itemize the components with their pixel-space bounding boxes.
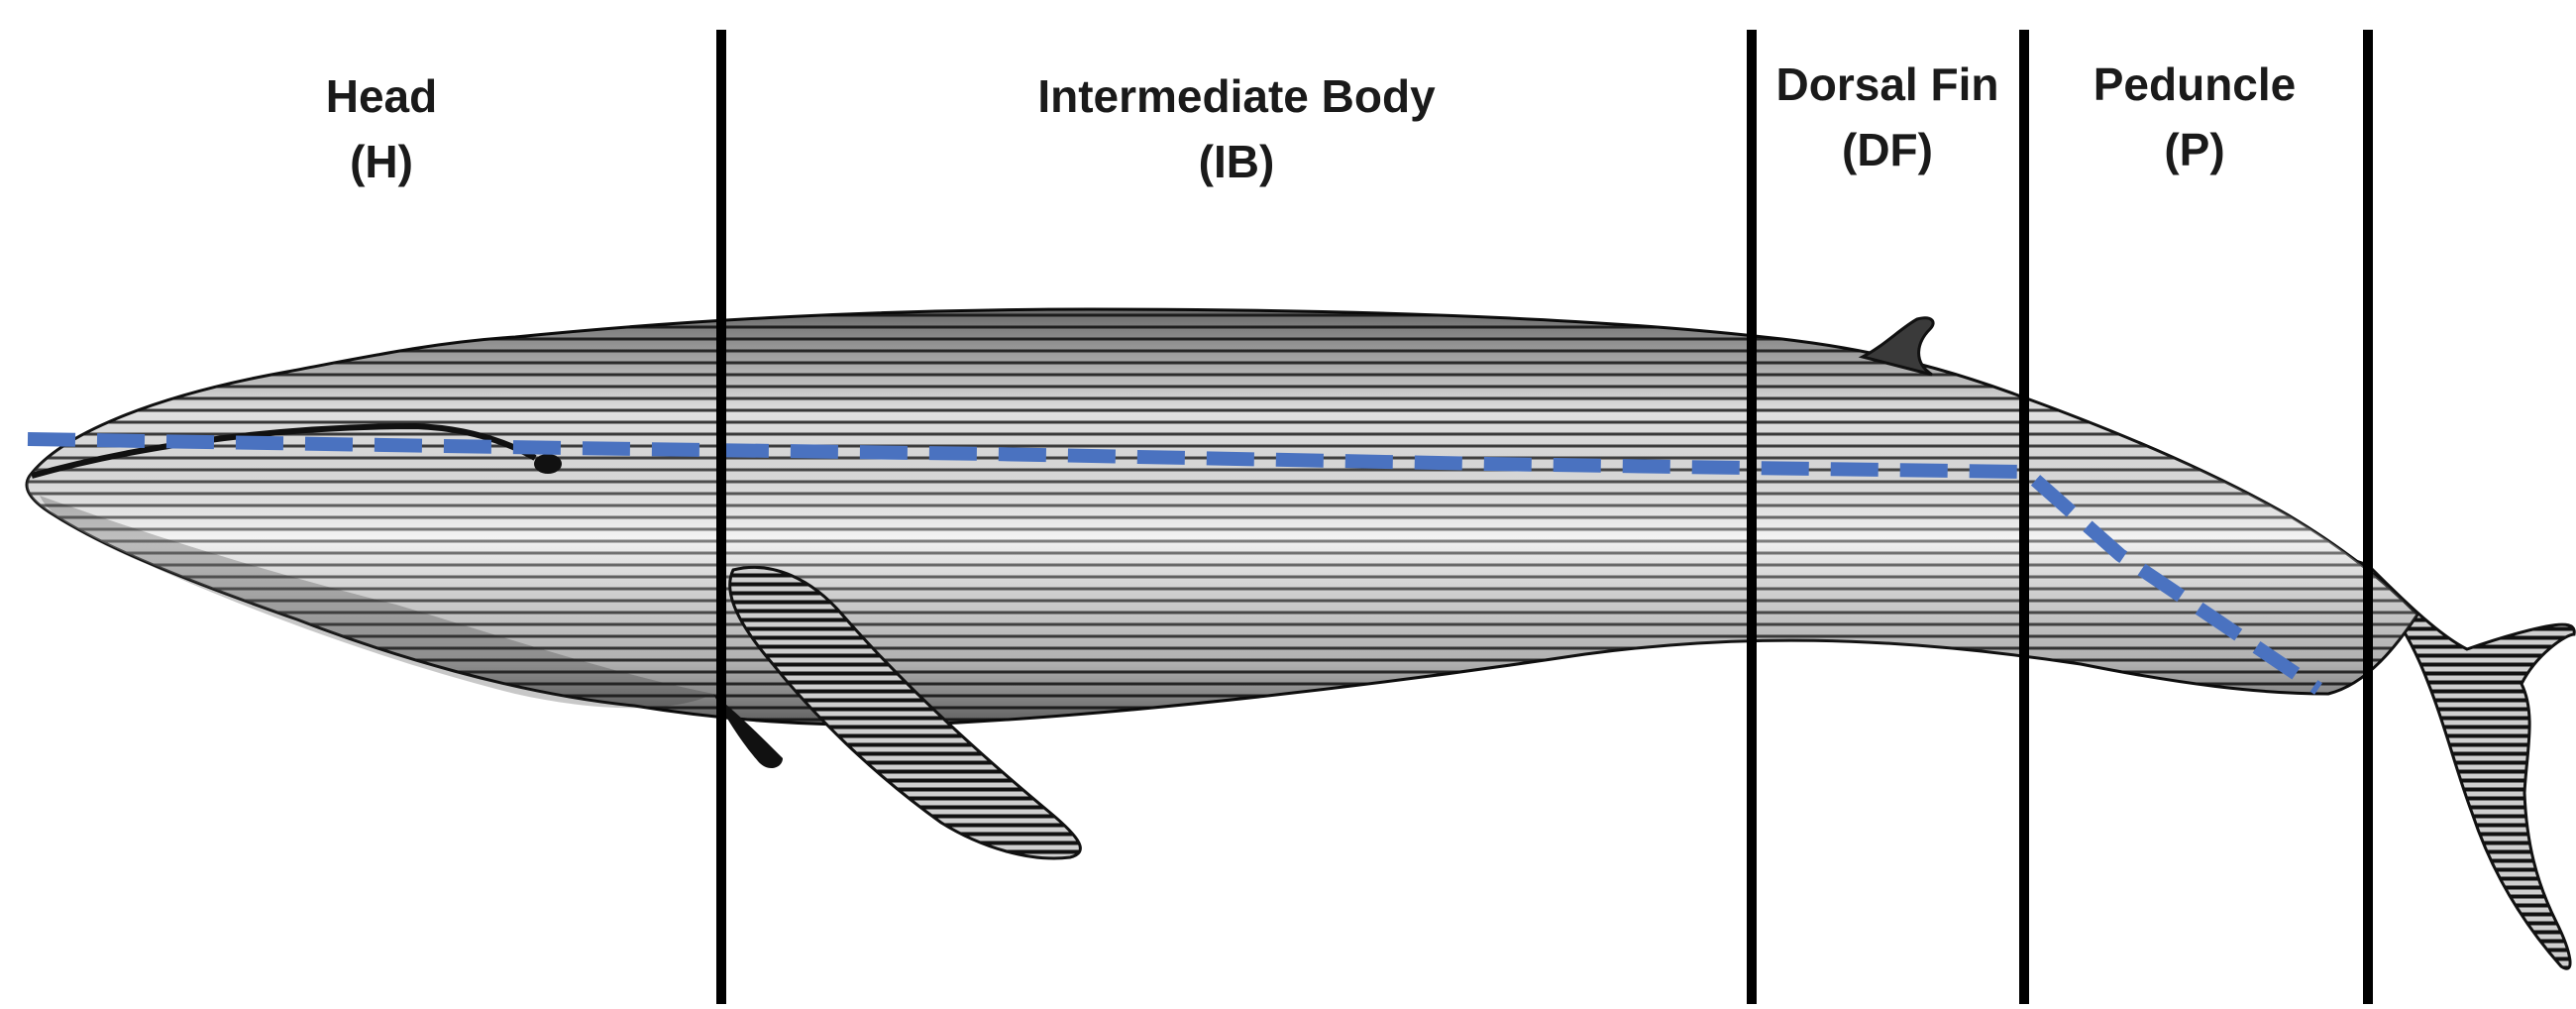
region-abbreviation: (H): [326, 129, 437, 194]
whale-illustration: [27, 309, 2574, 968]
region-name: Peduncle: [2093, 52, 2297, 117]
region-name: Dorsal Fin: [1776, 52, 1999, 117]
region-abbreviation: (DF): [1776, 117, 1999, 182]
region-abbreviation: (IB): [1037, 129, 1435, 194]
region-label-peduncle: Peduncle (P): [2093, 52, 2297, 182]
whale-eye: [534, 454, 562, 474]
region-label-head: Head (H): [326, 63, 437, 194]
region-label-dorsal-fin: Dorsal Fin (DF): [1776, 52, 1999, 182]
region-label-intermediate-body: Intermediate Body (IB): [1037, 63, 1435, 194]
region-name: Intermediate Body: [1037, 63, 1435, 129]
region-abbreviation: (P): [2093, 117, 2297, 182]
whale-body-shading: [27, 309, 2417, 725]
region-name: Head: [326, 63, 437, 129]
